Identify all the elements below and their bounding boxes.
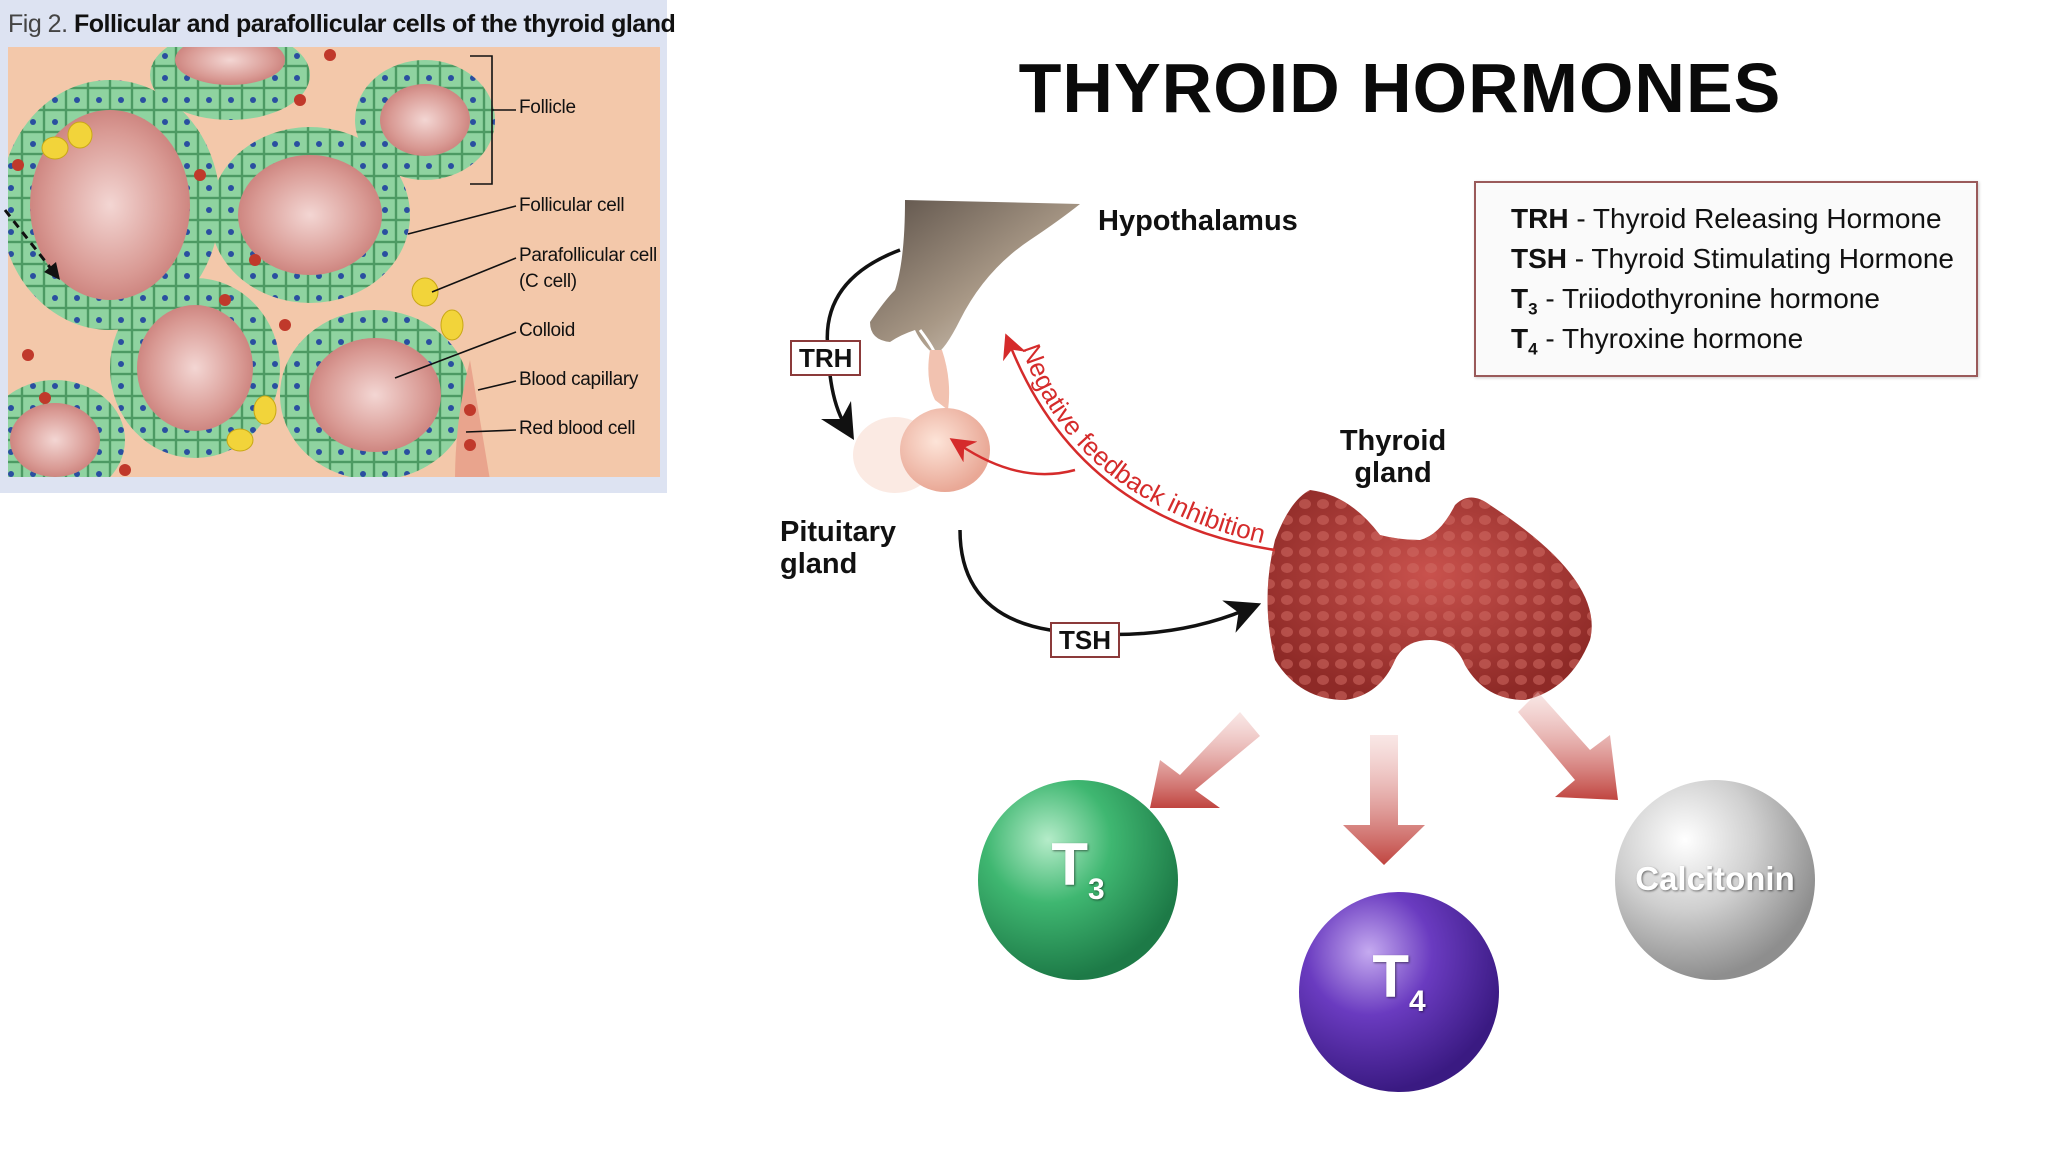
thyroid-illustration bbox=[1267, 490, 1592, 700]
legend-desc-t3: - Triiodothyronine hormone bbox=[1537, 283, 1880, 314]
tsh-label: TSH bbox=[1050, 622, 1120, 658]
t3-sphere bbox=[978, 780, 1178, 980]
thyroid-label-line2: gland bbox=[1354, 457, 1432, 489]
legend-abbr-t4: T bbox=[1511, 323, 1529, 354]
legend-row-tsh: TSH - Thyroid Stimulating Hormone bbox=[1511, 239, 1976, 279]
legend-desc-tsh: - Thyroid Stimulating Hormone bbox=[1567, 243, 1954, 274]
calcitonin-sphere bbox=[1615, 780, 1815, 980]
feedback-arrow-pituitary bbox=[949, 438, 1076, 476]
t4-letter: T bbox=[1372, 943, 1409, 1010]
pituitary-label: Pituitary gland bbox=[780, 516, 896, 580]
figure-title: Follicular and parafollicular cells of t… bbox=[73, 10, 676, 38]
legend-row-t3: T3 - Triiodothyronine hormone bbox=[1511, 279, 1976, 319]
pituitary-label-line1: Pituitary bbox=[780, 516, 897, 548]
label-follicle: Follicle bbox=[519, 97, 576, 118]
t4-label: T4 bbox=[1349, 942, 1449, 1019]
figure-number: Fig 2. bbox=[8, 10, 68, 38]
feedback-arrow-hypothalamus bbox=[1003, 333, 1276, 552]
trh-arrow bbox=[820, 248, 901, 441]
feedback-label: Negative feedback inhibition bbox=[1016, 340, 1268, 549]
figure-caption: Fig 2. Follicular and parafollicular cel… bbox=[8, 6, 676, 42]
label-blood-capillary: Blood capillary bbox=[519, 369, 639, 390]
thyroid-label: Thyroid gland bbox=[1338, 425, 1448, 489]
legend-sub-t4: 4 bbox=[1528, 339, 1538, 359]
calcitonin-label: Calcitonin bbox=[1635, 860, 1795, 897]
hypothalamus-illustration bbox=[870, 200, 1080, 356]
t3-subscript: 3 bbox=[1087, 873, 1105, 906]
page-title: THYROID HORMONES bbox=[1018, 49, 1782, 127]
output-arrow-t3 bbox=[1150, 712, 1260, 808]
trh-label: TRH bbox=[790, 340, 862, 376]
legend-desc-t4: - Thyroxine hormone bbox=[1537, 323, 1804, 354]
label-parafollicular-cell: Parafollicular cell bbox=[519, 245, 657, 266]
t3-label: T3 bbox=[1028, 830, 1128, 907]
thyroid-label-line1: Thyroid bbox=[1339, 425, 1447, 457]
t3-letter: T bbox=[1051, 831, 1088, 898]
label-colloid: Colloid bbox=[519, 320, 575, 341]
figure-panel: Fig 2. Follicular and parafollicular cel… bbox=[0, 0, 676, 493]
t4-subscript: 4 bbox=[1408, 985, 1426, 1018]
legend-abbr-t3: T bbox=[1511, 283, 1529, 314]
hypothalamus-label: Hypothalamus bbox=[1098, 205, 1298, 237]
legend-abbr-tsh: TSH bbox=[1511, 243, 1567, 274]
legend-row-t4: T4 - Thyroxine hormone bbox=[1511, 319, 1976, 359]
thyroid-histology-illustration bbox=[3, 47, 660, 477]
legend-abbr-trh: TRH bbox=[1511, 203, 1569, 234]
label-c-cell: (C cell) bbox=[519, 271, 577, 292]
pituitary-illustration bbox=[853, 350, 990, 493]
t4-sphere bbox=[1299, 892, 1499, 1092]
legend-desc-trh: - Thyroid Releasing Hormone bbox=[1568, 203, 1942, 234]
pituitary-label-line2: gland bbox=[780, 548, 858, 580]
abbreviation-legend: TRH - Thyroid Releasing Hormone TSH - Th… bbox=[1474, 181, 1978, 377]
legend-sub-t3: 3 bbox=[1528, 299, 1538, 319]
legend-row-trh: TRH - Thyroid Releasing Hormone bbox=[1511, 199, 1976, 239]
output-arrow-calcitonin bbox=[1518, 692, 1618, 800]
label-follicular-cell: Follicular cell bbox=[519, 195, 625, 216]
output-arrow-t4 bbox=[1343, 735, 1425, 865]
label-red-blood-cell: Red blood cell bbox=[519, 418, 636, 439]
tsh-arrow bbox=[958, 529, 1262, 637]
